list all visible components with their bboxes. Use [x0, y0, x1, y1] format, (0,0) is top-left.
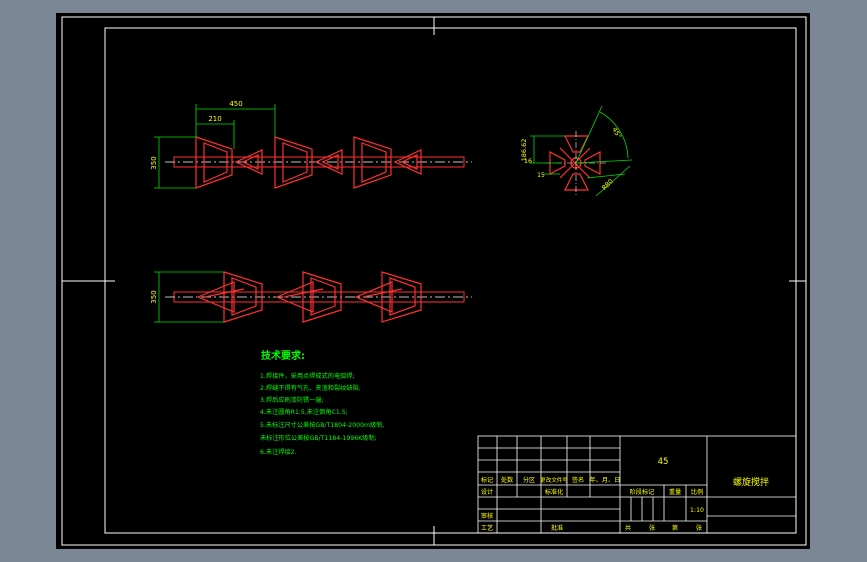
dim-side-hub: 15 — [537, 172, 545, 179]
note-line-5: 5.未标注尺寸公差按GB/T1804-2000m级制, — [260, 421, 384, 429]
bottom-dimensions — [154, 271, 224, 323]
note-line-1: 1.焊接件，采用点焊成式的电弧焊; — [260, 372, 355, 380]
centering-marks — [62, 17, 806, 545]
tb-header-sign: 签名 — [572, 476, 584, 484]
tb-sheet-no: 第 — [672, 524, 678, 532]
front-blade-2 — [274, 136, 343, 189]
side-blade-top — [564, 135, 589, 153]
side-blade-right — [584, 151, 601, 175]
tb-part-name: 螺旋搅拌 — [733, 476, 769, 488]
side-blade-bottom — [564, 173, 589, 191]
note-line-7: 6.未注焊接2. — [260, 448, 297, 456]
tb-sheet-unit: 张 — [696, 524, 703, 532]
tb-header-mark: 标记 — [481, 476, 493, 484]
tb-weight: 重量 — [669, 488, 681, 496]
tb-scale-value: 1:10 — [690, 507, 704, 514]
front-blade-3 — [353, 136, 422, 189]
drawing-sheet — [56, 13, 810, 549]
tb-approve: 批准 — [551, 524, 563, 532]
bottom-blade-1 — [196, 271, 263, 323]
title-block — [477, 435, 797, 534]
bottom-view: 350 — [150, 271, 472, 323]
front-blade-1 — [195, 136, 263, 189]
dim-side-height: 186.62 — [520, 139, 528, 162]
tb-designer: 设计 — [481, 488, 493, 496]
side-dimensions — [530, 105, 633, 197]
tb-standardization: 标准化 — [545, 488, 564, 496]
notes-heading: 技术要求: — [261, 349, 305, 362]
tb-scale-label: 比例 — [691, 488, 703, 496]
tb-process: 工艺 — [481, 524, 493, 532]
tb-checker: 审核 — [481, 512, 493, 520]
tb-sheets-total: 共 — [625, 524, 631, 532]
bottom-blade-2 — [275, 271, 342, 323]
dim-front-height: 350 — [150, 156, 158, 169]
dim-bottom-height: 350 — [150, 290, 158, 303]
side-blade-left — [549, 151, 566, 175]
front-dimensions — [154, 104, 276, 189]
note-line-2: 2.焊缝不得有气孔、夹渣和裂纹缺陷; — [260, 384, 361, 392]
technical-notes: 技术要求: 1.焊接件，采用点焊成式的电弧焊; 2.焊缝不得有气孔、夹渣和裂纹缺… — [260, 349, 384, 456]
tb-stage-mark: 阶段标记 — [630, 488, 655, 496]
dim-side-small: 16 — [524, 157, 532, 165]
tb-material: 45 — [658, 457, 669, 467]
tb-header-count: 处数 — [501, 476, 514, 484]
tb-sheets-unit: 张 — [649, 524, 656, 532]
tb-header-zone: 分区 — [523, 476, 535, 484]
tb-header-date: 年、月、日 — [590, 476, 621, 484]
note-line-3: 3.焊后应刷漆防锈一遍; — [260, 396, 324, 404]
front-view: 450 210 350 — [150, 100, 472, 189]
title-block-text: 45 螺旋搅拌 标记 处数 分区 更改文件号 签名 年、月、日 设计 标准化 审… — [481, 457, 769, 532]
dim-front-blade: 210 — [208, 115, 221, 123]
note-line-6: 未标注形位公差按GB/T1184-1996K级制; — [260, 434, 377, 442]
dim-front-length: 450 — [229, 100, 242, 108]
bottom-blade-3 — [354, 271, 422, 323]
note-line-4: 4.未注圆角R1.5,未注倒角C1.5; — [260, 408, 348, 416]
tb-header-change: 更改文件号 — [540, 476, 568, 484]
